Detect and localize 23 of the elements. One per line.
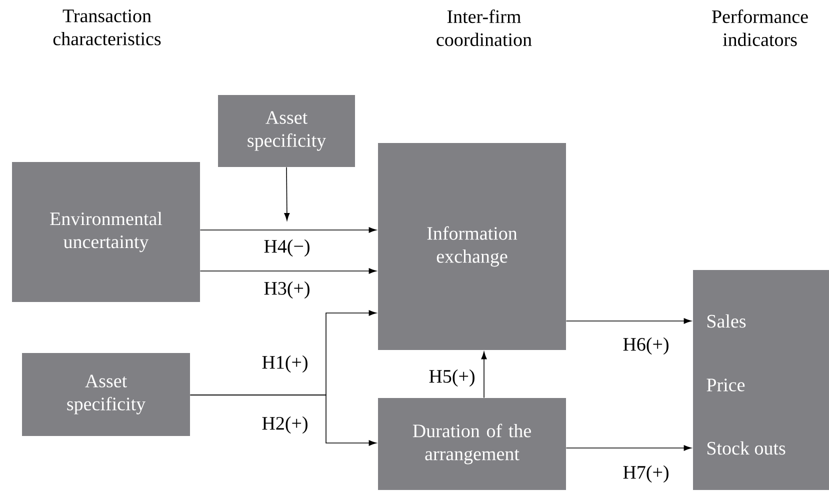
edge-label: H1(+) [262, 355, 308, 373]
column-heading: Inter-firm coordination [436, 10, 532, 46]
edge-label: H4(−) [264, 239, 310, 257]
edge-label: H7(+) [623, 465, 668, 483]
edge-label: H5(+) [429, 369, 474, 387]
arrow [566, 445, 692, 451]
column-heading: Transaction characteristics [53, 10, 161, 46]
concept-box: Asset specificity [218, 95, 355, 167]
concept-box: Environmental uncertainty [12, 162, 200, 302]
arrow [190, 394, 376, 446]
edge-label: H2(+) [262, 416, 308, 434]
arrow [481, 352, 487, 398]
concept-box: Information exchange [378, 143, 566, 350]
arrow [200, 227, 376, 233]
edge-label: H3(+) [264, 281, 310, 299]
concept-box: Asset specificity [22, 353, 190, 436]
arrow [200, 268, 376, 274]
edge-label: H6(+) [623, 337, 668, 355]
arrow [284, 166, 290, 221]
indicator-box: Sales Price Stock outs [693, 270, 829, 490]
column-heading: Performance indicators [712, 10, 808, 46]
concept-box: Duration of the arrangement [378, 398, 566, 490]
arrow [566, 318, 692, 324]
